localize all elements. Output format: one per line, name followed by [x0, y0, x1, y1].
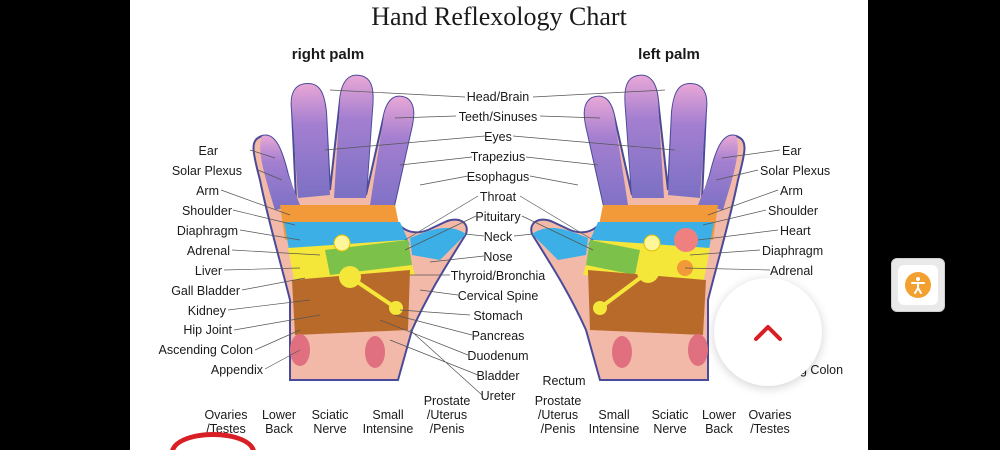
reflexology-diagram: Hand Reflexology Chart right palm left p… — [158, 2, 843, 436]
label-small-intensine-1: Small — [372, 408, 403, 422]
label-prostate-2: Prostate — [535, 394, 582, 408]
label-solar-plexus: Solar Plexus — [172, 164, 242, 178]
label-head-brain: Head/Brain — [467, 90, 530, 104]
label-adrenal-left: Adrenal — [770, 264, 813, 278]
label-heart: Heart — [780, 224, 811, 238]
chevron-up-icon — [754, 325, 782, 341]
left-palm-drawing — [530, 74, 746, 381]
label-small-intensine-1b: Intensine — [363, 422, 414, 436]
label-arm: Arm — [196, 184, 219, 198]
label-small-intensine-2: Small — [598, 408, 629, 422]
label-stomach: Stomach — [473, 309, 522, 323]
label-trapezius: Trapezius — [471, 150, 525, 164]
label-adrenal: Adrenal — [187, 244, 230, 258]
right-palm-drawing — [252, 74, 468, 381]
label-small-intensine-2b: Intensine — [589, 422, 640, 436]
label-bladder: Bladder — [476, 369, 519, 383]
label-lower-back-1b: Back — [265, 422, 294, 436]
label-rectum: Rectum — [542, 374, 585, 388]
label-pituitary: Pituitary — [475, 210, 521, 224]
center-labels: Head/Brain Teeth/Sinuses Eyes Trapezius … — [451, 90, 586, 403]
label-eyes: Eyes — [484, 130, 512, 144]
label-ovaries-testes-1: Ovaries — [204, 408, 247, 422]
accessibility-button[interactable] — [891, 258, 945, 312]
label-ear-left: Ear — [782, 144, 801, 158]
label-sciatic-nerve-1: Sciatic — [312, 408, 349, 422]
label-gall-bladder: Gall Bladder — [171, 284, 240, 298]
label-esophagus: Esophagus — [467, 170, 530, 184]
label-ovaries-testes-2: Ovaries — [748, 408, 791, 422]
label-ovaries-testes-2b: /Testes — [750, 422, 790, 436]
label-neck: Neck — [484, 230, 513, 244]
label-colon-partial: g Colon — [800, 363, 843, 377]
leader-lines — [220, 89, 781, 396]
label-prostate-2c: /Penis — [541, 422, 576, 436]
label-cervical-spine: Cervical Spine — [458, 289, 539, 303]
right-palm-bottom-labels: Ovaries /Testes Lower Back Sciatic Nerve… — [204, 394, 470, 436]
label-liver: Liver — [195, 264, 222, 278]
label-prostate-1b: /Uterus — [427, 408, 467, 422]
left-palm-title: left palm — [638, 46, 700, 63]
scroll-to-top-button[interactable] — [714, 278, 822, 386]
label-diaphragm: Diaphragm — [177, 224, 238, 238]
label-teeth-sinuses: Teeth/Sinuses — [459, 110, 538, 124]
left-palm-side-labels: Ear Solar Plexus Arm Shoulder Heart Diap… — [760, 144, 843, 377]
label-sciatic-nerve-2b: Nerve — [653, 422, 686, 436]
label-hip-joint: Hip Joint — [183, 323, 232, 337]
left-palm-bottom-labels: Prostate /Uterus /Penis Small Intensine … — [535, 394, 792, 436]
label-ureter: Ureter — [481, 389, 516, 403]
chart-title: Hand Reflexology Chart — [371, 2, 627, 31]
label-arm-left: Arm — [780, 184, 803, 198]
label-lower-back-2b: Back — [705, 422, 734, 436]
accessibility-button-inner — [898, 265, 938, 305]
label-prostate-1: Prostate — [424, 394, 471, 408]
label-duodenum: Duodenum — [467, 349, 528, 363]
label-sciatic-nerve-1b: Nerve — [313, 422, 346, 436]
label-solar-plexus-left: Solar Plexus — [760, 164, 830, 178]
label-throat: Throat — [480, 190, 517, 204]
label-appendix: Appendix — [211, 363, 264, 377]
label-diaphragm-left: Diaphragm — [762, 244, 823, 258]
label-nose: Nose — [483, 250, 512, 264]
label-ear: Ear — [199, 144, 218, 158]
label-prostate-2b: /Uterus — [538, 408, 578, 422]
label-kidney: Kidney — [188, 304, 227, 318]
label-shoulder: Shoulder — [182, 204, 232, 218]
label-lower-back-2: Lower — [702, 408, 736, 422]
label-pancreas: Pancreas — [472, 329, 525, 343]
right-palm-title: right palm — [292, 46, 365, 63]
label-sciatic-nerve-2: Sciatic — [652, 408, 689, 422]
label-ascending-colon: Ascending Colon — [158, 343, 253, 357]
label-prostate-1c: /Penis — [430, 422, 465, 436]
label-thyroid-bronchia: Thyroid/Bronchia — [451, 269, 546, 283]
label-shoulder-left: Shoulder — [768, 204, 818, 218]
right-palm-side-labels: Ear Solar Plexus Arm Shoulder Diaphragm … — [158, 144, 263, 377]
accessibility-person-icon — [905, 272, 931, 298]
label-lower-back-1: Lower — [262, 408, 296, 422]
